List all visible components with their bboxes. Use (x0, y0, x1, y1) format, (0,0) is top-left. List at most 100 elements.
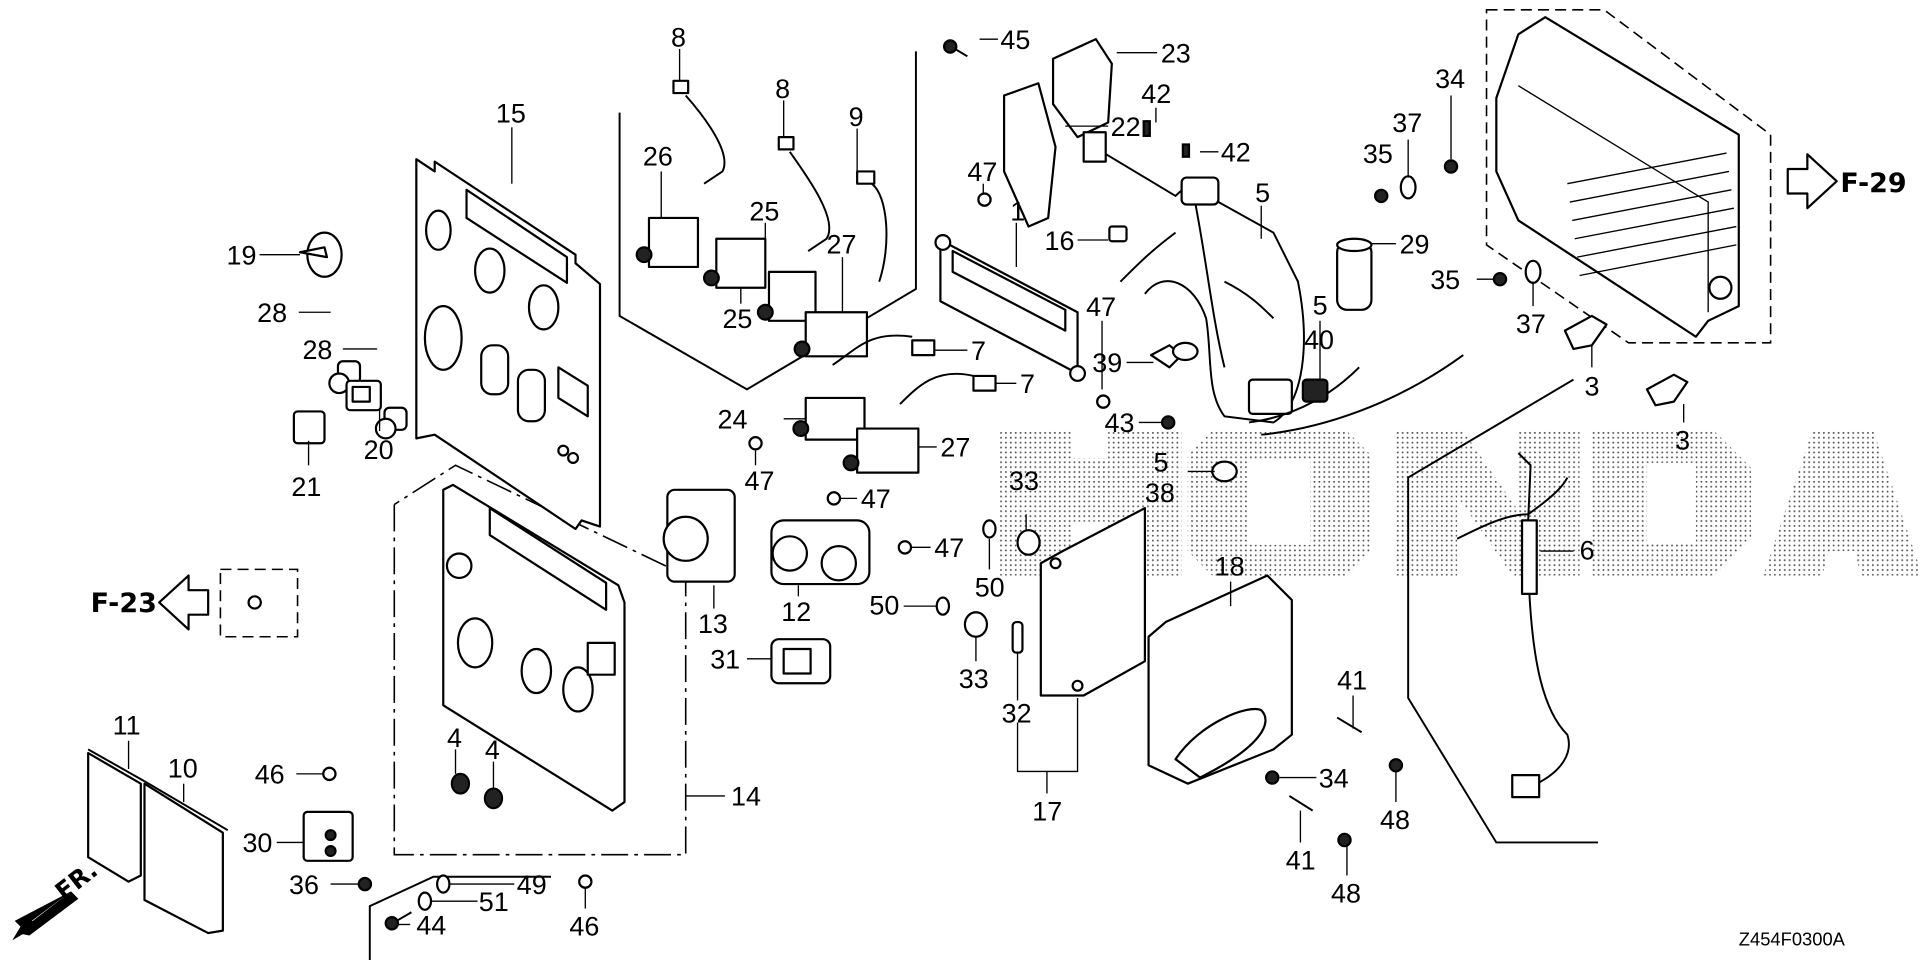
callout-35: 35 (1430, 265, 1460, 295)
callout-33: 33 (1009, 466, 1039, 496)
part-33-spacer[interactable] (963, 611, 989, 638)
part-26-breaker[interactable] (635, 216, 700, 269)
part-41-stud[interactable] (1336, 716, 1363, 734)
part-46-screw[interactable] (578, 874, 593, 889)
callout-40: 40 (1304, 325, 1334, 355)
part-25-breaker[interactable] (702, 237, 767, 289)
callout-34: 34 (1435, 64, 1465, 94)
callout-28: 28 (302, 335, 332, 365)
callout-14: 14 (731, 782, 761, 812)
callout-18: 18 (1215, 552, 1245, 582)
part-3-grommet[interactable] (1563, 314, 1608, 351)
part-9-cable[interactable] (856, 170, 888, 282)
part-50-washer[interactable] (982, 519, 997, 539)
part-47-nut[interactable] (826, 491, 842, 506)
part-39-clamp[interactable] (1149, 341, 1199, 369)
part-50-washer[interactable] (935, 596, 951, 616)
part-29-filter[interactable] (1336, 237, 1373, 311)
part-42-screw[interactable] (1181, 143, 1191, 158)
part-44-bolt[interactable] (384, 911, 412, 931)
part-22-module[interactable] (1002, 82, 1057, 228)
part-34-screw[interactable] (1443, 159, 1459, 174)
callout-25: 25 (749, 196, 779, 226)
f29-reference[interactable]: F-29 (1786, 153, 1907, 210)
part-31-plug-cover[interactable] (770, 638, 832, 685)
callout-24: 24 (718, 405, 748, 435)
part-11-cover[interactable] (87, 748, 145, 883)
callout-43: 43 (1104, 408, 1134, 438)
part-51-washer[interactable] (417, 891, 433, 911)
part-45-screw[interactable] (942, 39, 968, 58)
panel-assembly-outline (393, 464, 725, 856)
part-47-nut[interactable] (1096, 394, 1111, 409)
f23-screw[interactable] (247, 595, 262, 610)
callout-27: 27 (827, 229, 857, 259)
part-35-screw[interactable] (1374, 188, 1389, 204)
part-7-cable[interactable] (832, 334, 936, 366)
part-42-screw[interactable] (1142, 120, 1151, 138)
callout-51: 51 (479, 887, 509, 917)
callout-12: 12 (781, 597, 811, 627)
f23-reference[interactable]: F-23 (91, 574, 210, 631)
part-47-nut[interactable] (897, 540, 913, 555)
part-23-cover[interactable] (1051, 38, 1113, 139)
part-20-switch[interactable] (345, 379, 382, 412)
callout-4: 4 (485, 735, 500, 765)
part-48-nut[interactable] (1337, 832, 1352, 848)
callout-30: 30 (242, 828, 272, 858)
callout-41: 41 (1286, 845, 1316, 875)
callout-9: 9 (849, 102, 864, 132)
part-28-lamp[interactable] (374, 406, 408, 440)
callout-15: 15 (496, 98, 526, 128)
part-10-cover[interactable] (143, 780, 229, 935)
part-21-cover[interactable] (292, 410, 326, 445)
part-16-clip[interactable] (1108, 225, 1128, 243)
part-49-washer[interactable] (436, 874, 451, 894)
part-8-cable[interactable] (672, 79, 726, 185)
callout-37: 37 (1392, 108, 1422, 138)
part-37-washer[interactable] (1399, 175, 1417, 200)
part-43-screw[interactable] (1160, 415, 1176, 430)
part-37-washer[interactable] (1524, 259, 1542, 284)
part-32-pin[interactable] (1011, 620, 1024, 654)
part-35-screw[interactable] (1492, 271, 1508, 287)
part-41-stud[interactable] (1288, 795, 1314, 812)
callout-50: 50 (869, 591, 899, 621)
callout-49: 49 (517, 870, 547, 900)
part-30-outlet[interactable] (302, 810, 354, 862)
part-28-lamp[interactable] (328, 360, 362, 395)
part-3-grommet[interactable] (1645, 373, 1689, 407)
part-6-cable[interactable] (1456, 452, 1570, 799)
callout-5: 5 (1313, 291, 1328, 321)
part-47-nut[interactable] (748, 436, 763, 451)
part-7-cable[interactable] (899, 372, 997, 405)
part-27-breaker[interactable] (842, 427, 920, 474)
callout-22: 22 (1111, 112, 1141, 142)
part-12-outlet[interactable] (770, 519, 871, 586)
part-4-terminal[interactable] (450, 772, 471, 795)
part-48-nut[interactable] (1388, 758, 1404, 773)
part-1-frame[interactable] (934, 234, 1086, 382)
part-36-screw[interactable] (357, 876, 373, 892)
part-40-grommet[interactable] (1301, 378, 1329, 403)
part-19-knob[interactable] (298, 231, 343, 278)
part-33-spacer[interactable] (1016, 529, 1041, 556)
part-13-outlet[interactable] (662, 488, 736, 583)
part-8-cable[interactable] (777, 136, 831, 252)
part-4-terminal[interactable] (483, 787, 504, 810)
f23-reference-box (219, 568, 299, 638)
part-47-nut[interactable] (977, 192, 992, 207)
inverter-unit (1495, 16, 1740, 338)
callout-8: 8 (775, 74, 790, 104)
part-18-housing[interactable] (1147, 574, 1293, 785)
part-38-clamp[interactable] (1211, 460, 1238, 483)
part-15-panel-gasket[interactable] (415, 158, 602, 531)
callout-labels: 8 8 9 26 25 25 27 15 19 28 28 20 21 45 2… (113, 23, 1690, 942)
callout-39: 39 (1092, 348, 1122, 378)
part-14-control-panel[interactable] (442, 483, 626, 812)
part-27-breaker[interactable] (793, 311, 869, 358)
part-34-screw[interactable] (1265, 770, 1280, 785)
part-46-screw[interactable] (322, 766, 337, 782)
part-17-bracket[interactable] (1039, 507, 1146, 697)
callout-48: 48 (1331, 878, 1361, 908)
